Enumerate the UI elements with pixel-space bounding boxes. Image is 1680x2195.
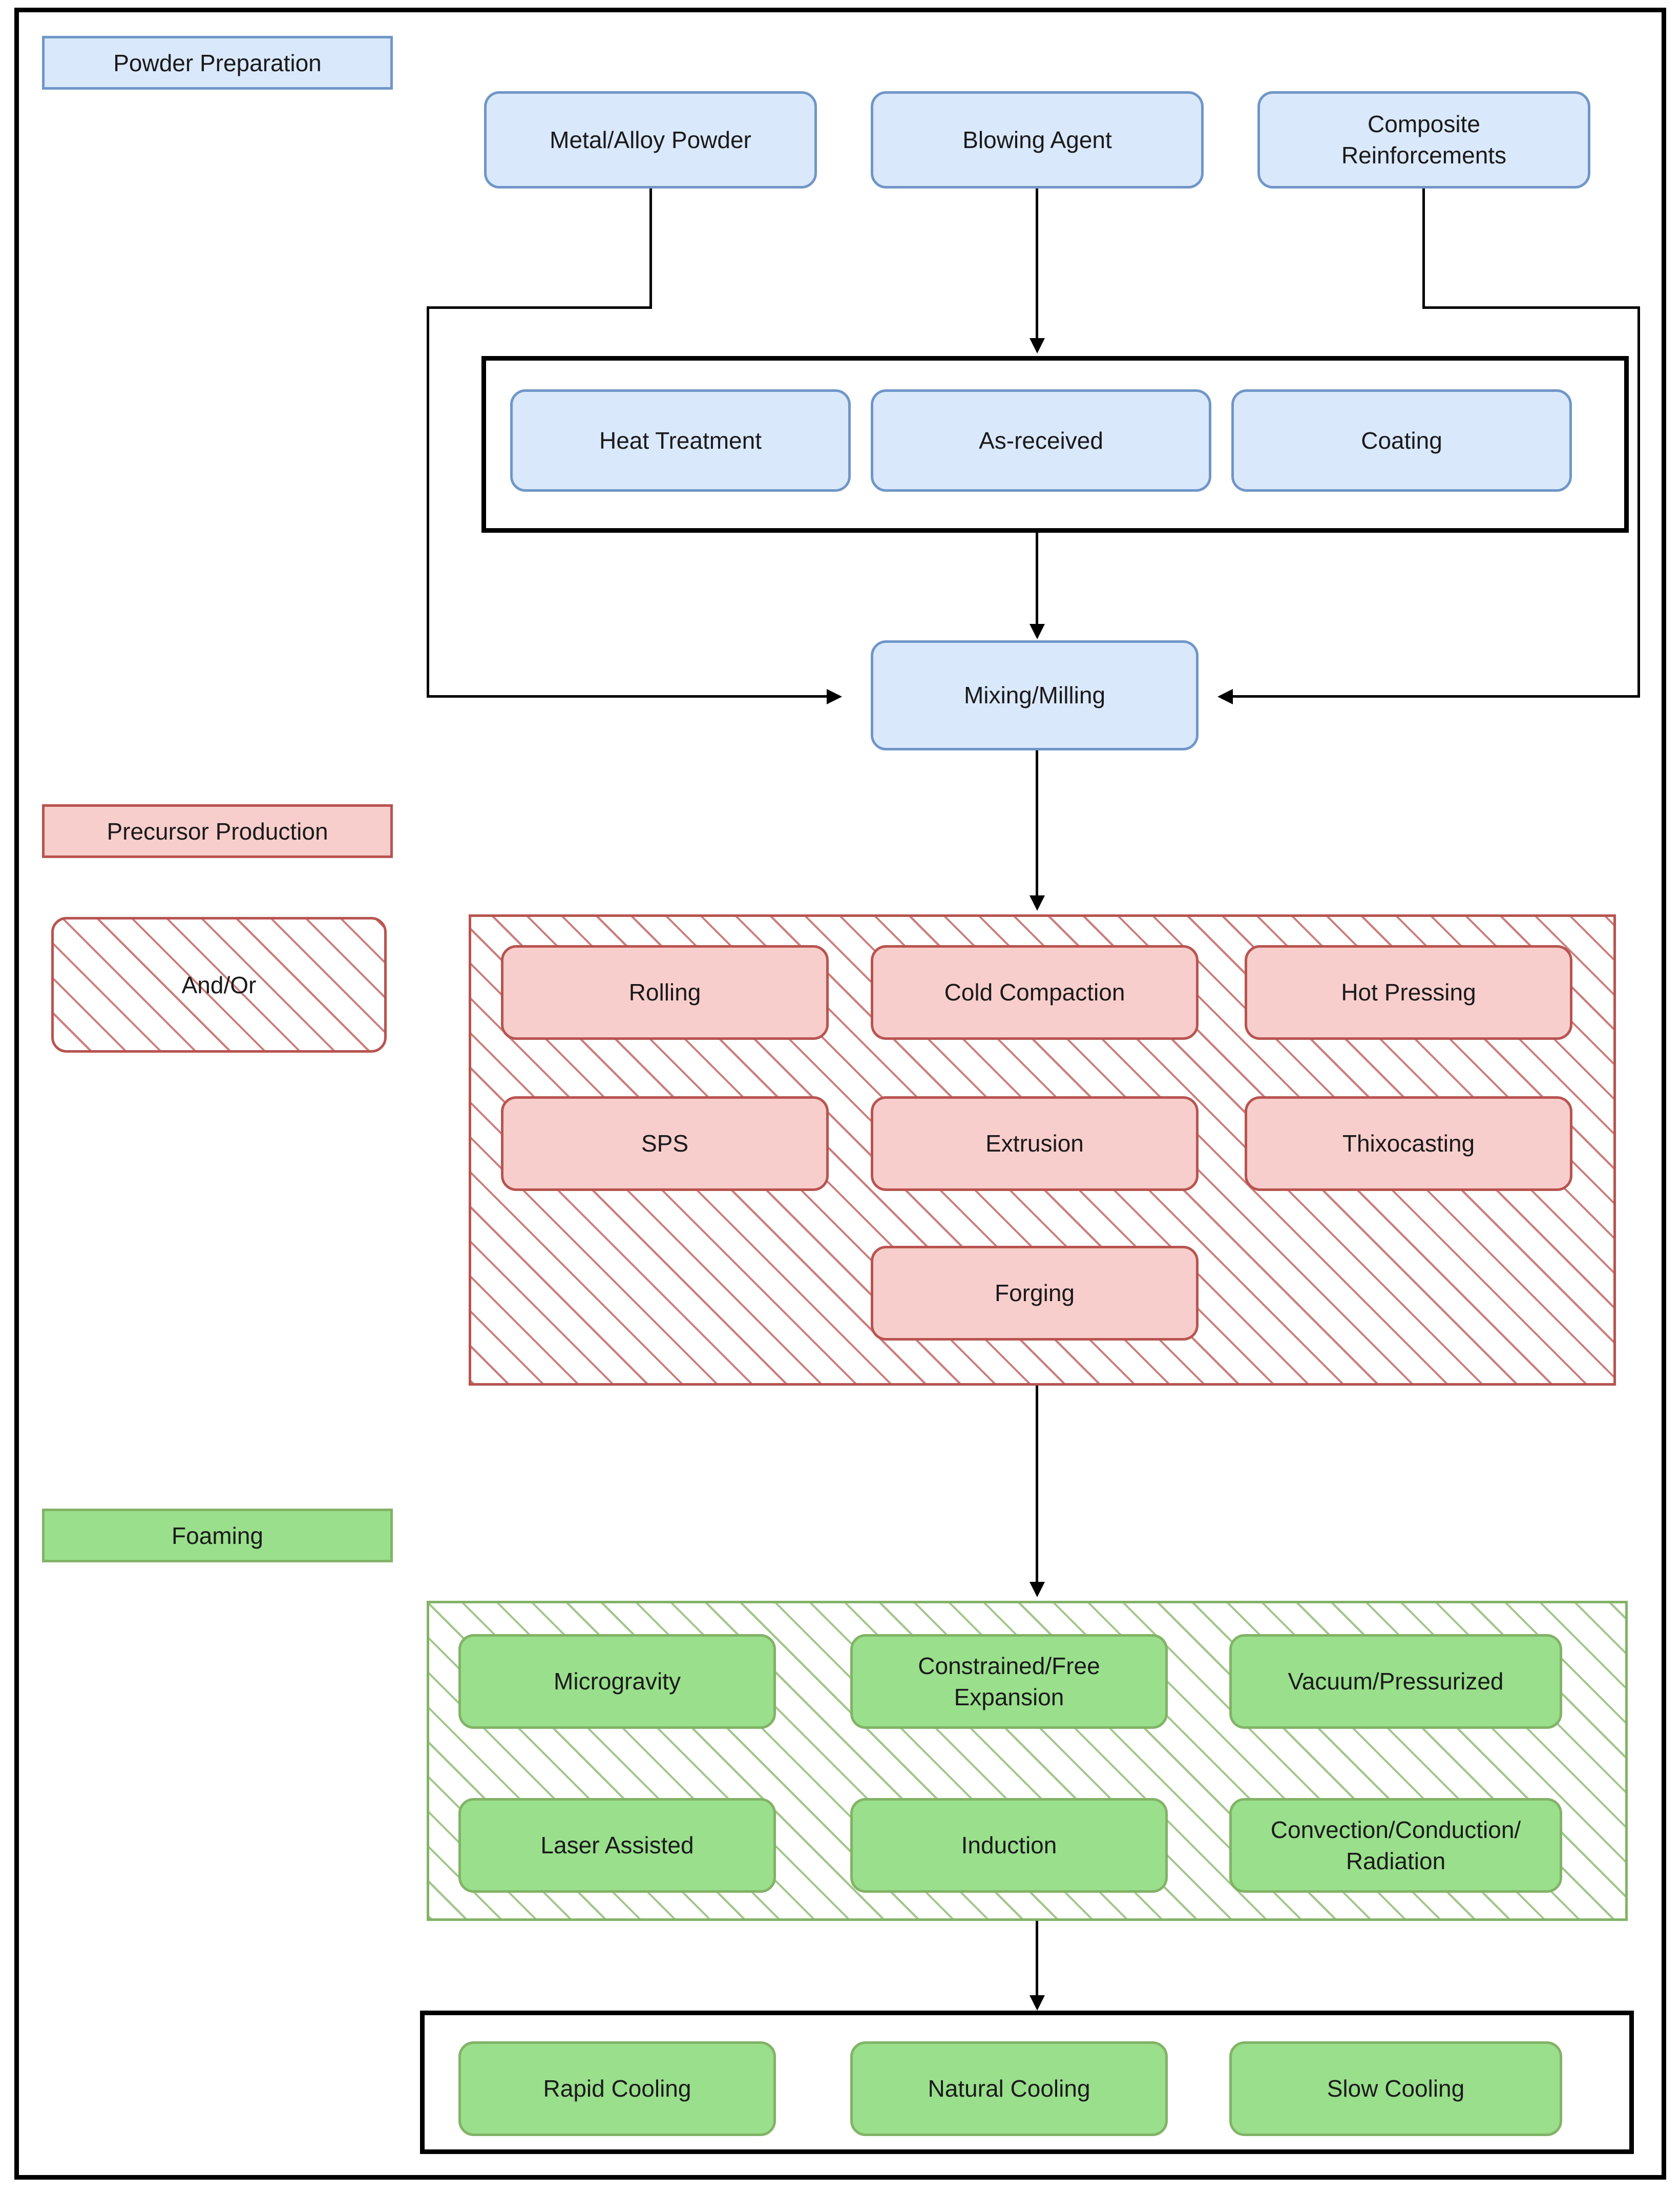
node-cold-compaction-label: Cold Compaction [944, 979, 1125, 1006]
node-heat-treatment-label: Heat Treatment [599, 427, 762, 454]
node-slow-cooling[interactable]: Slow Cooling [1229, 2041, 1562, 2136]
connector-metal-vertical-a [649, 189, 652, 306]
node-extrusion[interactable]: Extrusion [871, 1096, 1199, 1191]
legend-precursor-production-label: Precursor Production [107, 818, 328, 845]
arrow-into-treatments [1030, 338, 1045, 353]
node-constrained-free-expansion[interactable]: Constrained/Free Expansion [850, 1634, 1168, 1729]
connector-composite-vertical-b [1637, 306, 1640, 697]
legend-foaming-label: Foaming [172, 1522, 263, 1549]
node-blowing-agent[interactable]: Blowing Agent [871, 91, 1204, 189]
node-natural-cooling[interactable]: Natural Cooling [850, 2041, 1168, 2136]
node-mixing-milling[interactable]: Mixing/Milling [871, 640, 1199, 750]
node-composite-reinforcements[interactable]: Composite Reinforcements [1257, 91, 1590, 189]
legend-foaming: Foaming [42, 1509, 393, 1562]
connector-metal-to-mixing [427, 695, 839, 698]
node-metal-alloy-powder-label: Metal/Alloy Powder [550, 126, 751, 153]
diagram-outer-frame [14, 8, 1666, 2180]
node-forging-label: Forging [995, 1280, 1075, 1307]
arrow-into-precursor [1030, 895, 1045, 911]
node-mixing-milling-label: Mixing/Milling [963, 682, 1106, 709]
node-thixocasting-label: Thixocasting [1342, 1130, 1475, 1157]
connector-treatments-to-mixing [1036, 533, 1038, 628]
node-rapid-cooling-label: Rapid Cooling [543, 2075, 691, 2102]
node-convection-conduction-radiation-label: Convection/Conduction/ Radiation [1270, 1816, 1521, 1874]
node-as-received[interactable]: As-received [871, 389, 1211, 492]
node-rolling[interactable]: Rolling [501, 945, 829, 1040]
node-sps[interactable]: SPS [501, 1096, 829, 1191]
connector-blowing-agent-vertical [1036, 189, 1038, 342]
connector-metal-horizontal [427, 306, 652, 309]
node-blowing-agent-label: Blowing Agent [962, 126, 1112, 153]
node-induction[interactable]: Induction [850, 1798, 1168, 1893]
legend-precursor-production: Precursor Production [42, 804, 393, 858]
node-hot-pressing-label: Hot Pressing [1341, 979, 1476, 1006]
node-as-received-label: As-received [979, 427, 1103, 454]
node-extrusion-label: Extrusion [985, 1130, 1084, 1157]
connector-precursor-to-foaming [1036, 1386, 1038, 1585]
node-constrained-free-expansion-label: Constrained/Free Expansion [918, 1652, 1100, 1710]
arrow-into-mixing-top [1030, 624, 1045, 639]
legend-and-or: And/Or [51, 917, 387, 1053]
node-thixocasting[interactable]: Thixocasting [1245, 1096, 1572, 1191]
node-coating-label: Coating [1361, 427, 1442, 454]
node-rapid-cooling[interactable]: Rapid Cooling [458, 2041, 776, 2136]
legend-powder-preparation-label: Powder Preparation [113, 49, 322, 76]
legend-powder-preparation: Powder Preparation [42, 36, 393, 90]
node-forging[interactable]: Forging [871, 1246, 1199, 1341]
arrow-into-mixing-left [827, 689, 842, 704]
node-cold-compaction[interactable]: Cold Compaction [871, 945, 1199, 1040]
node-slow-cooling-label: Slow Cooling [1327, 2075, 1465, 2102]
arrow-into-cooling [1030, 1995, 1045, 2011]
node-microgravity[interactable]: Microgravity [458, 1634, 776, 1729]
node-metal-alloy-powder[interactable]: Metal/Alloy Powder [484, 91, 817, 189]
connector-composite-vertical-a [1422, 189, 1425, 306]
connector-mixing-to-precursor [1036, 750, 1038, 899]
node-laser-assisted[interactable]: Laser Assisted [458, 1798, 776, 1893]
node-laser-assisted-label: Laser Assisted [540, 1832, 694, 1859]
node-heat-treatment[interactable]: Heat Treatment [510, 389, 851, 492]
node-composite-reinforcements-label: Composite Reinforcements [1341, 111, 1507, 169]
legend-and-or-label: And/Or [181, 971, 257, 998]
node-coating[interactable]: Coating [1231, 389, 1572, 492]
node-natural-cooling-label: Natural Cooling [928, 2075, 1090, 2102]
node-convection-conduction-radiation[interactable]: Convection/Conduction/ Radiation [1229, 1798, 1562, 1893]
connector-foaming-to-cooling [1036, 1921, 1038, 1998]
node-sps-label: SPS [641, 1130, 689, 1157]
arrow-into-foaming [1030, 1582, 1045, 1597]
node-vacuum-pressurized[interactable]: Vacuum/Pressurized [1229, 1634, 1562, 1729]
node-rolling-label: Rolling [628, 979, 701, 1006]
node-hot-pressing[interactable]: Hot Pressing [1245, 945, 1572, 1040]
arrow-into-mixing-right [1217, 689, 1233, 704]
connector-composite-horizontal [1422, 306, 1640, 309]
connector-composite-to-mixing [1233, 695, 1640, 698]
node-induction-label: Induction [961, 1832, 1057, 1859]
node-microgravity-label: Microgravity [554, 1668, 681, 1695]
node-vacuum-pressurized-label: Vacuum/Pressurized [1288, 1668, 1504, 1695]
connector-metal-vertical-b [427, 306, 429, 697]
